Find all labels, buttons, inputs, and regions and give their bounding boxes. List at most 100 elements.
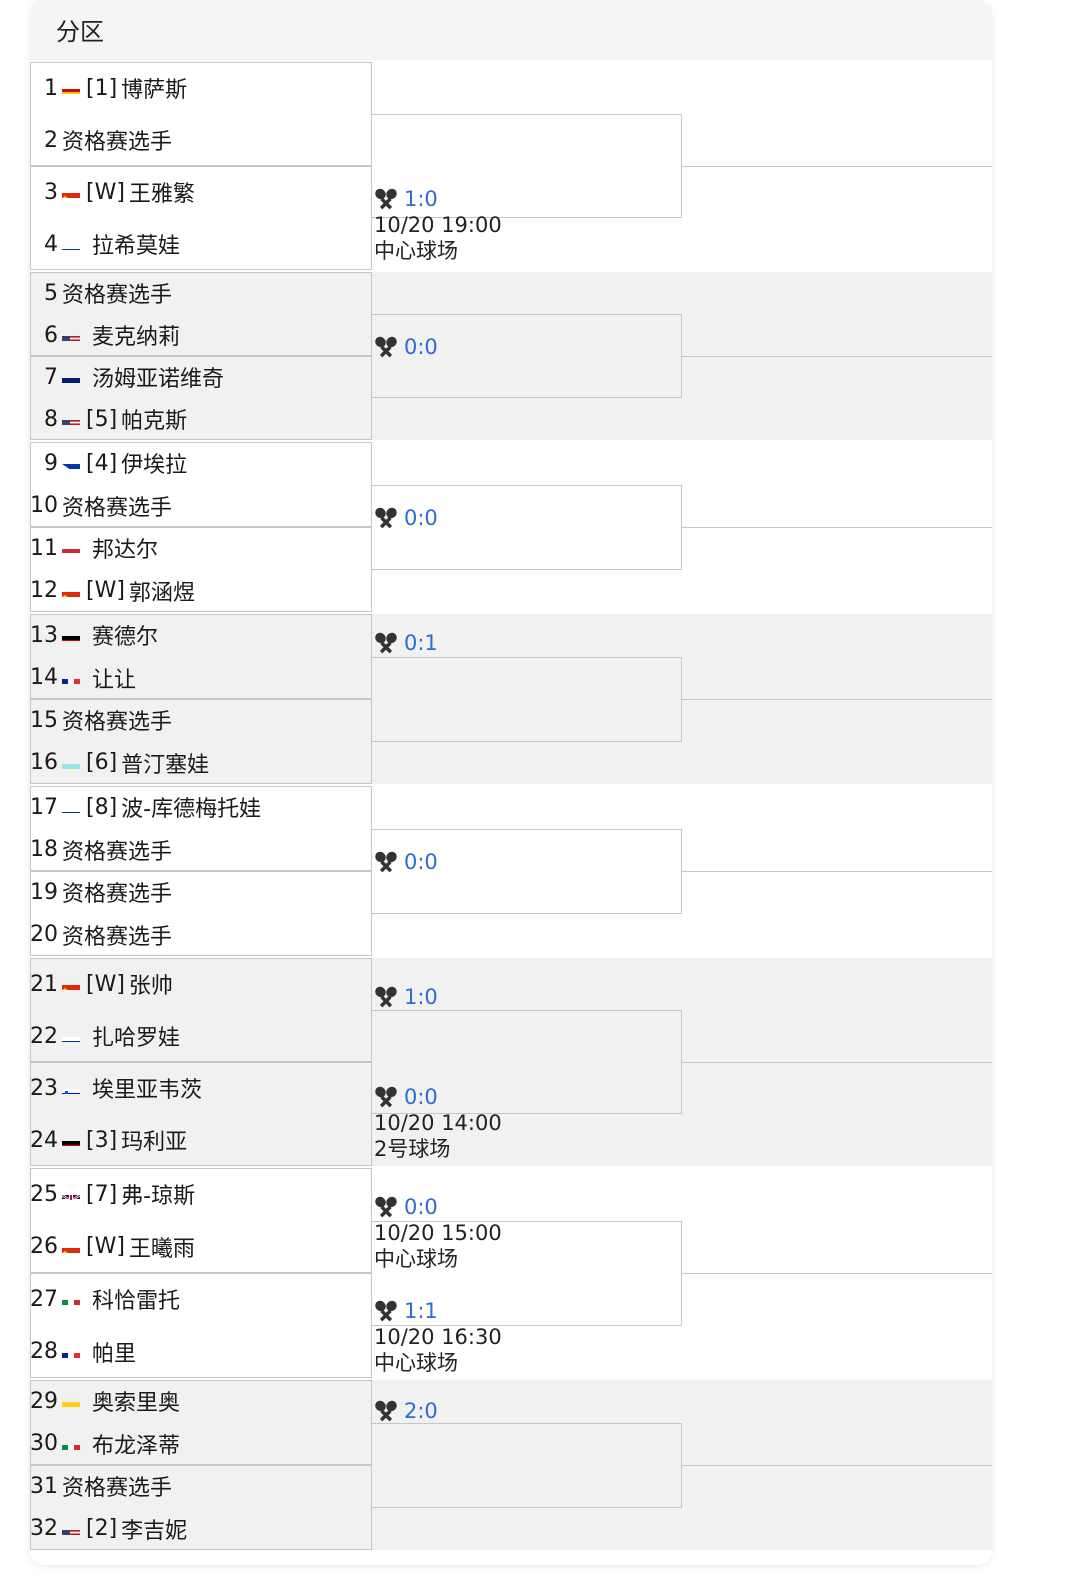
match-score[interactable]: 2:0 <box>374 1398 438 1424</box>
first-round-match[interactable] <box>30 1273 372 1378</box>
score-link[interactable]: 2:0 <box>404 1399 438 1423</box>
match-score[interactable]: 0:0 <box>374 849 438 875</box>
player-name: 波-库德梅托娃 <box>121 797 262 823</box>
player-row[interactable]: 8[5]帕克斯 <box>30 398 370 440</box>
italy-flag-icon <box>62 1438 80 1450</box>
first-round-match[interactable] <box>30 1465 372 1550</box>
second-round-match[interactable] <box>372 828 682 914</box>
player-name: 拉希莫娃 <box>92 234 181 259</box>
player-seed: [W] <box>86 179 125 205</box>
draw-position: 20 <box>30 922 58 948</box>
player-row[interactable]: 25[7]弗-琼斯 <box>30 1168 370 1221</box>
crossed-rackets-icon <box>374 336 404 358</box>
player-name: 帕克斯 <box>121 409 188 434</box>
player-name: 扎哈罗娃 <box>92 1026 181 1051</box>
player-seed: [8] <box>86 794 118 820</box>
match-score[interactable]: 0:1 <box>374 630 438 656</box>
first-round-match[interactable] <box>30 62 372 166</box>
match-score[interactable]: 0:0 <box>374 505 438 531</box>
match-score[interactable]: 0:0 <box>374 334 438 360</box>
first-round-match[interactable] <box>30 1168 372 1273</box>
first-round-match[interactable] <box>30 1062 372 1166</box>
crossed-rackets-icon <box>374 632 404 654</box>
score-link[interactable]: 0:0 <box>404 1085 438 1109</box>
player-name: 资格赛选手 <box>62 710 173 736</box>
draw-position: 6 <box>44 322 58 348</box>
crossed-rackets-icon <box>374 1196 404 1218</box>
player-row[interactable]: 12[W]郭涵煜 <box>30 570 370 613</box>
score-link[interactable]: 0:0 <box>404 506 438 530</box>
player-row[interactable]: 24[3]玛利亚 <box>30 1114 370 1166</box>
second-round-match[interactable] <box>372 484 682 570</box>
first-round-match[interactable] <box>30 442 372 527</box>
score-link[interactable]: 0:0 <box>404 1195 438 1219</box>
first-round-match[interactable] <box>30 527 372 612</box>
first-round-match[interactable] <box>30 958 372 1062</box>
score-link[interactable]: 0:1 <box>404 631 438 655</box>
bracket-connector <box>682 166 992 167</box>
germany-flag-icon <box>62 1134 80 1146</box>
draw-position: 3 <box>44 179 58 205</box>
first-round-match[interactable] <box>30 871 372 956</box>
player-row[interactable]: 1[1]博萨斯 <box>30 62 370 114</box>
score-link[interactable]: 0:0 <box>404 335 438 359</box>
second-round-match[interactable] <box>372 314 682 398</box>
second-round-match[interactable] <box>372 1422 682 1508</box>
first-round-match[interactable] <box>30 166 372 270</box>
spain-flag-icon <box>62 82 80 94</box>
first-round-match[interactable] <box>30 356 372 440</box>
player-row[interactable]: 26[W]王曦雨 <box>30 1221 370 1274</box>
score-link[interactable]: 1:0 <box>404 985 438 1009</box>
kazakhstan-flag-icon <box>62 757 80 769</box>
first-round-match[interactable] <box>30 786 372 871</box>
match-score[interactable]: 1:0 <box>374 984 438 1010</box>
second-round-match[interactable] <box>372 656 682 742</box>
bracket-connector <box>682 1062 992 1063</box>
player-row[interactable]: 21[W]张帅 <box>30 958 370 1010</box>
score-link[interactable]: 0:0 <box>404 850 438 874</box>
china-flag-icon <box>62 978 80 990</box>
first-round-match[interactable] <box>30 272 372 356</box>
score-link[interactable]: 1:0 <box>404 187 438 211</box>
player-row[interactable]: 16[6]普汀塞娃 <box>30 742 370 785</box>
player-row[interactable]: 32[2]李吉妮 <box>30 1508 370 1551</box>
player-row[interactable]: 3[W]王雅繁 <box>30 166 370 218</box>
crossed-rackets-icon <box>374 851 404 873</box>
player-name: 让让 <box>92 667 137 693</box>
first-round-match[interactable] <box>30 614 372 699</box>
player-row[interactable]: 9[4]伊埃拉 <box>30 442 370 485</box>
bracket-connector <box>682 1273 992 1274</box>
first-round-match[interactable] <box>30 699 372 784</box>
philippines-flag-icon <box>62 457 80 470</box>
second-round-match[interactable] <box>372 114 682 218</box>
second-round-match[interactable] <box>372 1220 682 1326</box>
second-round-match[interactable] <box>372 1010 682 1114</box>
first-round-match[interactable] <box>30 1380 372 1465</box>
player-row[interactable]: 17[8]波-库德梅托娃 <box>30 786 370 829</box>
score-link[interactable]: 1:1 <box>404 1299 438 1323</box>
